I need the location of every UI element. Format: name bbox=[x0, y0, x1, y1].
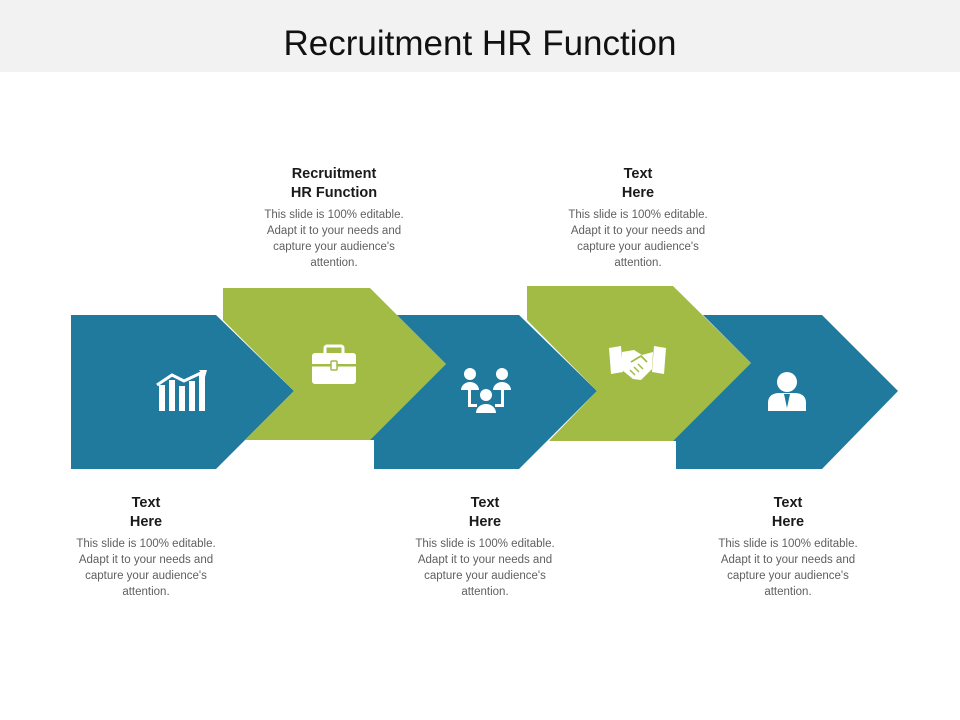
step-4-heading: Text Here bbox=[558, 165, 718, 203]
step-3-heading-line1: Text bbox=[470, 495, 500, 511]
step-3-heading: Text Here bbox=[405, 494, 565, 532]
step-1-heading-line2: Here bbox=[129, 514, 163, 530]
step-1-description: This slide is 100% editable. Adapt it to… bbox=[76, 538, 216, 598]
step-4-description: This slide is 100% editable. Adapt it to… bbox=[568, 209, 708, 269]
page-title: Recruitment HR Function bbox=[283, 24, 677, 63]
step-3-label: Text Here This slide is 100% editable. A… bbox=[405, 494, 565, 600]
step-2-heading-line2: HR Function bbox=[290, 185, 378, 201]
team-network-icon bbox=[461, 368, 511, 413]
step-5-arrow bbox=[673, 315, 898, 469]
step-5-heading: Text Here bbox=[708, 494, 868, 532]
step-5-heading-line1: Text bbox=[773, 495, 803, 511]
handshake-icon bbox=[609, 346, 666, 380]
step-3-heading-line2: Here bbox=[468, 514, 502, 530]
step-5-label: Text Here This slide is 100% editable. A… bbox=[708, 494, 868, 600]
step-5-heading-line2: Here bbox=[771, 514, 805, 530]
step-2-heading-line1: Recruitment bbox=[291, 166, 377, 182]
step-4-heading-line2: Here bbox=[621, 185, 655, 201]
step-4-label: Text Here This slide is 100% editable. A… bbox=[558, 165, 718, 271]
step-1-label: Text Here This slide is 100% editable. A… bbox=[66, 494, 226, 600]
step-1-heading-line1: Text bbox=[131, 495, 161, 511]
step-2-label: Recruitment HR Function This slide is 10… bbox=[254, 165, 414, 271]
step-1-heading: Text Here bbox=[66, 494, 226, 532]
step-2-description: This slide is 100% editable. Adapt it to… bbox=[264, 209, 404, 269]
bar-chart-growth-icon bbox=[156, 370, 207, 411]
step-4-heading-line1: Text bbox=[623, 166, 653, 182]
briefcase-icon bbox=[312, 344, 356, 384]
step-5-description: This slide is 100% editable. Adapt it to… bbox=[718, 538, 858, 598]
person-icon bbox=[768, 372, 806, 411]
step-3-description: This slide is 100% editable. Adapt it to… bbox=[415, 538, 555, 598]
title-bar bbox=[0, 0, 960, 72]
step-2-heading: Recruitment HR Function bbox=[254, 165, 414, 203]
